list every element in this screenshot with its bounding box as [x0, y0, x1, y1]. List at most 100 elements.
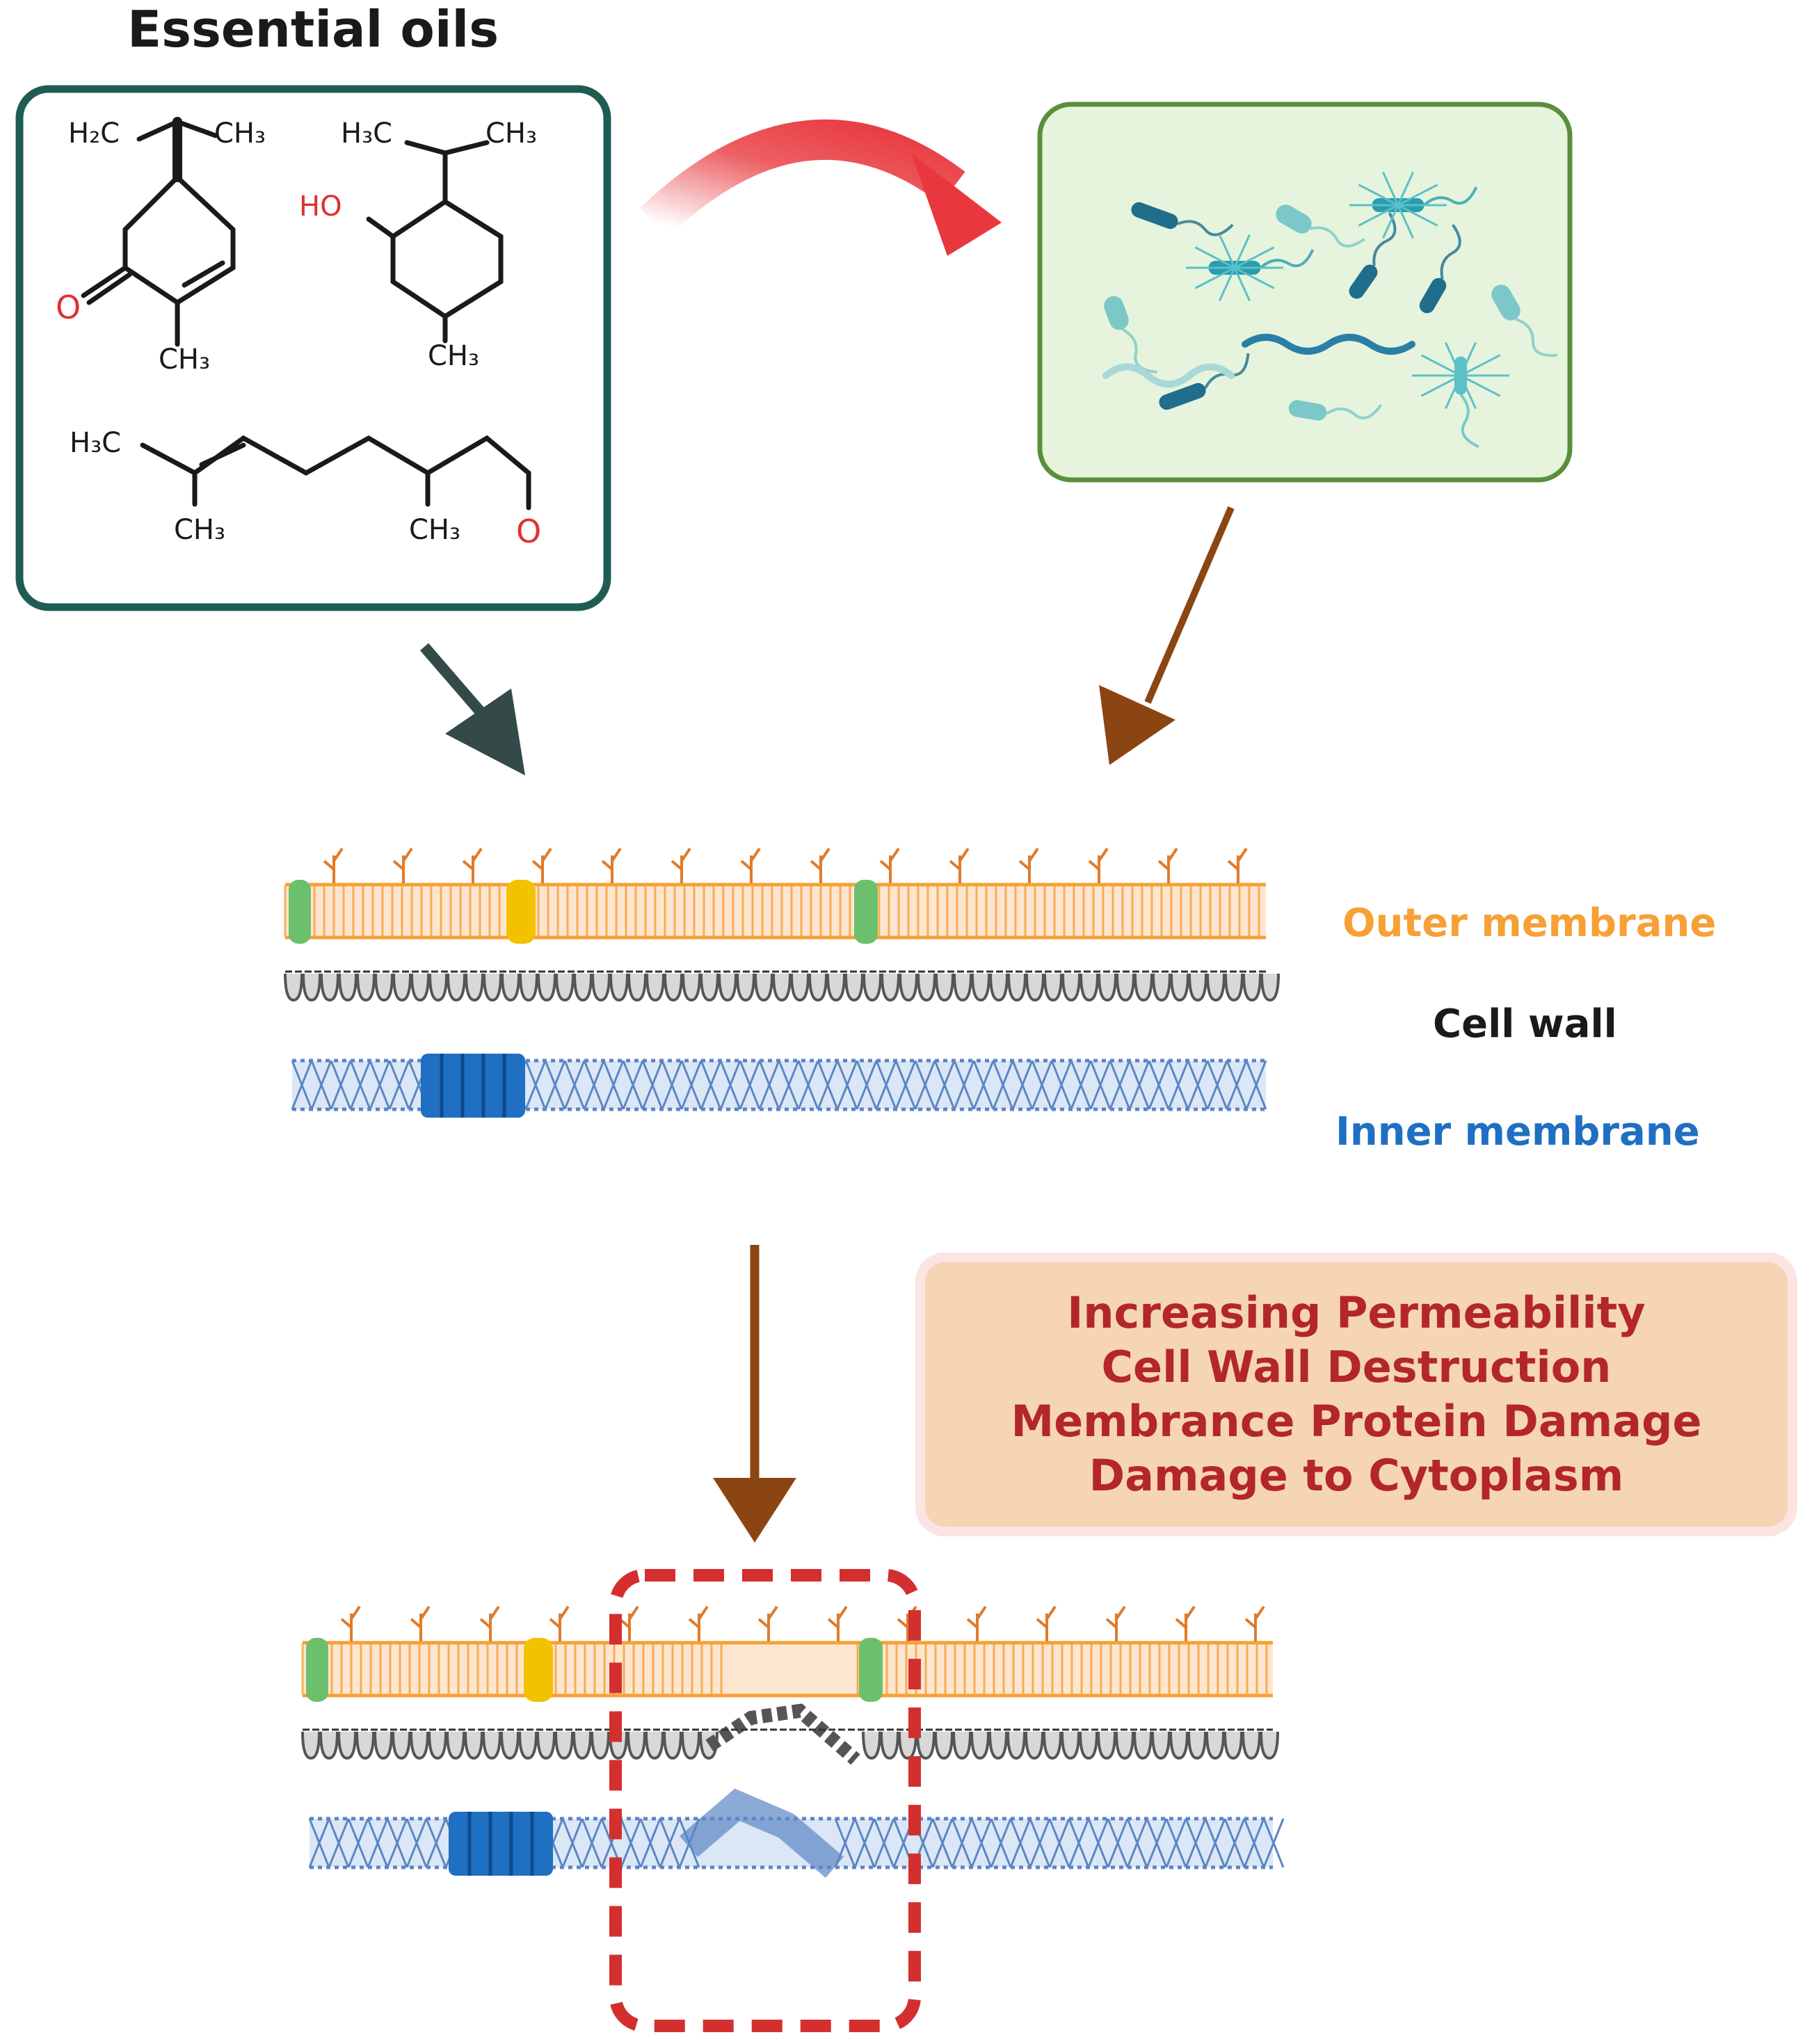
citronellal-label-h3c: H₃C: [70, 427, 121, 459]
porin-protein: [854, 880, 878, 944]
citronellal-label-ch3-a: CH₃: [174, 514, 225, 546]
peptidoglycan-unit: [609, 973, 629, 1002]
lipid-crosshatch: [1068, 1818, 1090, 1868]
peptidoglycan-unit: [1025, 1731, 1044, 1760]
lipid-crosshatch: [622, 1060, 644, 1110]
lipid-crosshatch: [1109, 1060, 1131, 1110]
lps-chain: [410, 1605, 431, 1641]
lps-chain: [531, 847, 552, 883]
peptidoglycan-unit: [1188, 973, 1207, 1002]
lipid-crosshatch: [369, 1060, 391, 1110]
lps-chain: [740, 847, 761, 883]
lipid-crosshatch: [700, 1060, 722, 1110]
peptidoglycan-unit: [537, 973, 556, 1002]
peptidoglycan-unit: [1098, 973, 1117, 1002]
lps-chain: [1036, 1605, 1057, 1641]
outer-membrane-band: [284, 847, 1266, 940]
carvone-label-h2c: H₂C: [68, 118, 120, 150]
membrane-protein: [524, 1638, 553, 1702]
brown-arrow-right: [1099, 506, 1235, 765]
peptidoglycan-unit: [1170, 973, 1189, 1002]
peptidoglycan-unit: [284, 973, 303, 1002]
lipid-crosshatch: [524, 1060, 547, 1110]
carvone-label-ch3-top: CH₃: [214, 118, 266, 150]
carvone-molecule: [81, 117, 236, 347]
bacterium: [1419, 224, 1461, 314]
lps-chain: [1244, 1605, 1265, 1641]
lipid-crosshatch: [951, 1818, 973, 1868]
lps-chain: [1227, 847, 1248, 883]
broken-wall: [705, 1703, 860, 1765]
peptidoglycan-unit: [1079, 1731, 1098, 1760]
inner-membrane-label: Inner membrane: [1335, 1109, 1700, 1154]
peptidoglycan-unit: [808, 973, 828, 1002]
effect-permeability: Increasing Permeability: [1067, 1287, 1646, 1338]
lipid-crosshatch: [914, 1060, 936, 1110]
carvone-label-oxygen: O: [56, 289, 81, 326]
peptidoglycan-unit: [319, 1731, 339, 1760]
peptidoglycan-unit: [464, 1731, 483, 1760]
peptidoglycan-unit: [337, 1731, 357, 1760]
menthol-molecule: [366, 140, 504, 344]
peptidoglycan-unit: [790, 973, 810, 1002]
peptidoglycan-unit: [302, 973, 321, 1002]
effect-cell-wall: Cell Wall Destruction: [1101, 1342, 1612, 1392]
peptidoglycan-unit: [1025, 973, 1045, 1002]
peptidoglycan-unit: [700, 973, 719, 1002]
peptidoglycan-unit: [1169, 1731, 1189, 1760]
lipid-crosshatch: [1167, 1060, 1189, 1110]
lipid-crosshatch: [1226, 1060, 1248, 1110]
bacterium: [1276, 204, 1365, 248]
cell-wall-label: Cell wall: [1433, 1001, 1617, 1047]
peptidoglycan-unit: [988, 1731, 1008, 1760]
lipid-crosshatch: [406, 1818, 428, 1868]
transport-protein: [449, 1812, 553, 1876]
peptidoglycan-unit: [428, 1731, 447, 1760]
peptidoglycan-unit: [573, 973, 593, 1002]
peptidoglycan-unit: [1242, 973, 1262, 1002]
lps-chain: [671, 847, 691, 883]
lipid-crosshatch: [1146, 1818, 1168, 1868]
lipid-crosshatch: [1031, 1060, 1053, 1110]
effect-cytoplasm: Damage to Cytoplasm: [1089, 1450, 1624, 1501]
citronellal-label-oxygen: O: [516, 513, 541, 550]
menthol-label-ch3-bottom: CH₃: [428, 340, 479, 372]
lipid-crosshatch: [1262, 1818, 1285, 1868]
peptidoglycan-unit: [881, 973, 900, 1002]
carvone-label-ch3-bottom: CH₃: [159, 344, 210, 376]
lps-chain: [949, 847, 970, 883]
lipid-crosshatch: [853, 1818, 876, 1868]
peptidoglycan-unit: [374, 1731, 393, 1760]
peptidoglycan-unit: [844, 973, 864, 1002]
lipid-crosshatch: [388, 1060, 410, 1110]
peptidoglycan-unit: [410, 973, 430, 1002]
lipid-crosshatch: [386, 1818, 408, 1868]
inner-membrane-band: [291, 1054, 1267, 1118]
peptidoglycan-unit: [356, 973, 376, 1002]
lps-chain: [323, 847, 344, 883]
lipid-crosshatch: [875, 1060, 897, 1110]
spirillum: [1242, 334, 1415, 355]
lipid-crosshatch: [797, 1060, 819, 1110]
citronellal-molecule: [140, 435, 531, 510]
lipid-crosshatch: [328, 1818, 350, 1868]
peptidoglycan-unit: [664, 973, 683, 1002]
peptidoglycan-unit: [1260, 1731, 1279, 1760]
lipid-crosshatch: [1089, 1060, 1111, 1110]
peptidoglycan-unit: [1061, 973, 1081, 1002]
peptidoglycan-unit: [934, 1731, 954, 1760]
peptidoglycan-unit: [1043, 1731, 1062, 1760]
lps-chain: [479, 1605, 500, 1641]
peptidoglycan-unit: [483, 973, 502, 1002]
peptidoglycan-unit: [627, 1731, 646, 1760]
lipid-crosshatch: [1009, 1818, 1032, 1868]
ruptured-membrane: [679, 1788, 844, 1878]
lps-chain: [549, 1605, 570, 1641]
peptidoglycan-unit: [862, 973, 882, 1002]
lipid-crosshatch: [310, 1060, 332, 1110]
peptidoglycan-unit: [447, 973, 466, 1002]
peptidoglycan-unit: [772, 973, 792, 1002]
brown-arrow-center: [713, 1245, 796, 1543]
lps-chain: [1157, 847, 1178, 883]
